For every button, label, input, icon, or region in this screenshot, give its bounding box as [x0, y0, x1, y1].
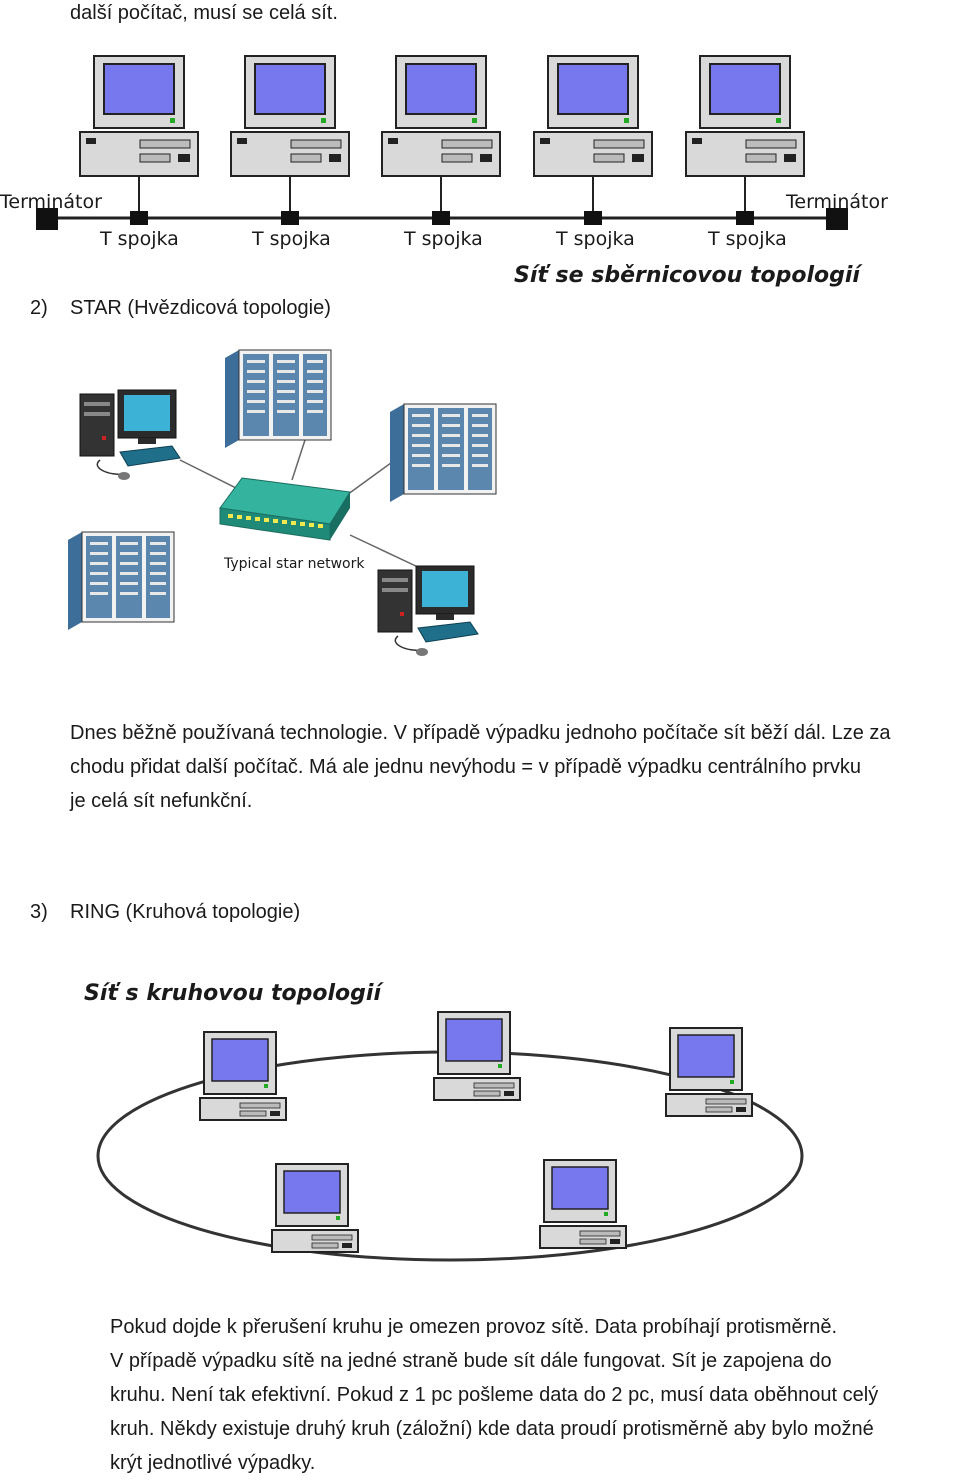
bus-computer-3	[381, 55, 501, 177]
bus-topology-diagram: Terminátor Terminátor T spojka T spojka …	[0, 55, 888, 288]
ring-caption: Síť s kruhovou topologií	[84, 981, 384, 1006]
star-paragraph-line: Dnes běžně používaná technologie. V příp…	[70, 722, 891, 744]
star-paragraph-line: je celá sít nefunkční.	[70, 790, 253, 812]
top-text: další počítač, musí se celá sít.	[70, 2, 338, 24]
ring-computer-3	[665, 1027, 753, 1117]
star-workstation-2	[377, 565, 479, 657]
bus-computer-5	[685, 55, 805, 177]
star-server-1	[224, 349, 332, 449]
terminator-left-label: Terminátor	[0, 191, 102, 213]
star-topology-diagram: Typical star network	[67, 349, 497, 657]
ring-topology-diagram: Síť s kruhovou topologií	[84, 981, 804, 1262]
ring-computer-5	[539, 1159, 627, 1249]
ring-heading: RING (Kruhová topologie)	[70, 901, 301, 923]
star-heading: STAR (Hvězdicová topologie)	[70, 297, 331, 319]
t-connector-label-3: T spojka	[403, 228, 483, 250]
ring-paragraph-line: V případě výpadku sítě na jedné straně b…	[110, 1350, 832, 1372]
terminator-left-block	[36, 208, 58, 230]
bus-caption: Síť se sběrnicovou topologií	[514, 263, 863, 288]
bus-computer-4	[533, 55, 653, 177]
t-connector-label-4: T spojka	[555, 228, 635, 250]
ring-computer-1	[199, 1031, 287, 1121]
terminator-right-label: Terminátor	[785, 191, 888, 213]
bus-computer-1	[79, 55, 199, 177]
ring-computer-2	[433, 1011, 521, 1101]
ring-paragraph-line: krýt jednotlivé výpadky.	[110, 1452, 316, 1474]
ring-heading-number: 3)	[30, 901, 48, 923]
star-workstation-1	[79, 389, 181, 481]
bus-computer-2	[230, 55, 350, 177]
t-connector-label-2: T spojka	[251, 228, 331, 250]
star-switch	[219, 477, 351, 541]
star-caption: Typical star network	[223, 556, 365, 572]
star-paragraph-line: chodu přidat další počítač. Má ale jednu…	[70, 756, 862, 778]
star-paragraph: Dnes běžně používaná technologie. V příp…	[70, 716, 960, 818]
ring-paragraph-line: kruh. Někdy existuje druhý kruh (záložní…	[110, 1418, 874, 1440]
star-server-2	[389, 403, 497, 503]
ring-computer-4	[271, 1163, 359, 1253]
ring-paragraph: Pokud dojde k přerušení kruhu je omezen …	[110, 1310, 960, 1480]
ring-paragraph-line: Pokud dojde k přerušení kruhu je omezen …	[110, 1316, 838, 1338]
t-connector-label-1: T spojka	[99, 228, 179, 250]
ring-paragraph-line: kruhu. Není tak efektivní. Pokud z 1 pc …	[110, 1384, 879, 1406]
terminator-right-block	[826, 208, 848, 230]
t-connector-label-5: T spojka	[707, 228, 787, 250]
star-server-3	[67, 531, 175, 631]
star-heading-number: 2)	[30, 297, 48, 319]
